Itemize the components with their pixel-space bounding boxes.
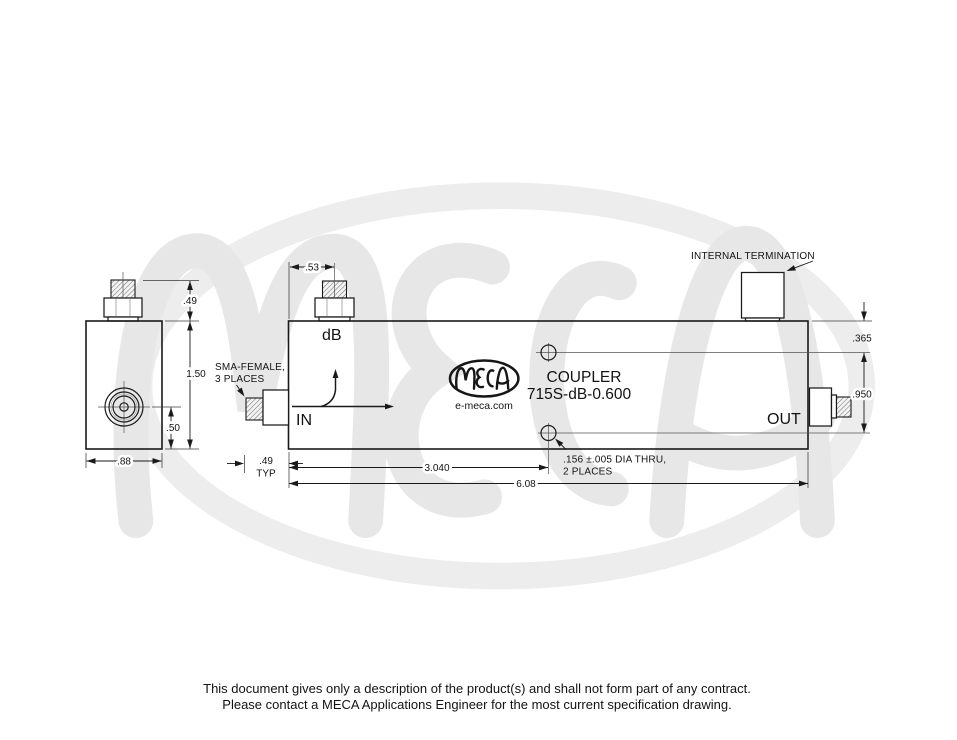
internal-termination-label: INTERNAL TERMINATION xyxy=(691,251,815,262)
product-model: 715S-dB-0.600 xyxy=(527,386,632,403)
arrowhead xyxy=(235,460,244,467)
dim-coupled-port-offset: .53 xyxy=(305,263,319,274)
arrowhead xyxy=(187,281,193,290)
dim-upper-hole-offset: .365 xyxy=(852,334,872,345)
front-connector-inner-ring xyxy=(112,395,136,419)
logo-letter-m xyxy=(455,367,476,390)
leader-arrowhead xyxy=(786,265,796,271)
coupled-branch-line xyxy=(320,376,337,408)
dim-hole-position: 3.040 xyxy=(424,463,449,474)
coupled-branch-arrowhead xyxy=(332,369,339,378)
output-port-thread xyxy=(835,396,852,418)
front-connector-outer-ring xyxy=(104,387,144,427)
watermark-letter-a-bar xyxy=(657,400,835,471)
logo-ellipse xyxy=(448,359,520,398)
signal-arrowhead xyxy=(385,403,394,410)
input-port-flange xyxy=(262,389,290,426)
coupled-port-label: dB xyxy=(322,327,342,344)
callouts: INTERNAL TERMINATION SMA-FEMALE, 3 PLACE… xyxy=(215,251,815,478)
arrowhead xyxy=(290,264,299,270)
dim-connector-height: .49 xyxy=(183,296,197,307)
logo-letter-e xyxy=(475,367,485,389)
arrowhead xyxy=(861,423,867,433)
dim-body-width: .88 xyxy=(117,457,131,468)
arrowhead xyxy=(289,460,298,467)
output-port-flange xyxy=(808,387,833,427)
arrowhead xyxy=(187,311,193,321)
termination-block xyxy=(740,271,785,319)
arrowhead xyxy=(168,407,174,417)
arrowhead xyxy=(861,311,867,321)
front-connector-pin xyxy=(119,402,129,412)
arrowhead xyxy=(187,321,193,331)
end-view-dimensions: .49 1.50 .50 .88 xyxy=(85,280,209,470)
sma-female-label-line1: SMA-FEMALE, xyxy=(215,362,285,373)
meca-watermark xyxy=(113,182,876,590)
arrowhead xyxy=(168,439,174,449)
end-view-body xyxy=(85,320,163,450)
leader-arrowhead xyxy=(237,387,245,397)
arrowhead xyxy=(289,480,298,487)
coupled-port-nut xyxy=(314,297,355,318)
logo-letter-a xyxy=(495,366,510,390)
arrowhead xyxy=(799,480,808,487)
lower-mounting-hole xyxy=(540,424,557,442)
output-port-label: OUT xyxy=(767,411,801,428)
watermark-letter-e xyxy=(383,242,510,518)
dim-connector-offset: .50 xyxy=(166,423,180,434)
front-connector-knurl xyxy=(110,393,138,421)
arrowhead xyxy=(152,458,162,464)
input-port-thread xyxy=(245,397,264,421)
website-label: e-meca.com xyxy=(455,400,513,412)
side-view: dB IN OUT e-meca.com COUPLER 715S-dB-0.6… xyxy=(245,263,870,474)
end-view xyxy=(85,272,163,450)
sma-female-label-line2: 3 PLACES xyxy=(215,374,265,385)
input-port-label: IN xyxy=(296,412,312,429)
arrowhead xyxy=(861,353,867,362)
dim-body-height: 1.50 xyxy=(186,369,206,380)
upper-mounting-hole xyxy=(540,344,557,361)
arrowhead xyxy=(86,458,96,464)
arrowhead xyxy=(539,464,548,471)
footer-disclaimer: This document gives only a description o… xyxy=(203,681,751,712)
arrowhead xyxy=(289,464,298,471)
watermark-letter-a xyxy=(649,225,835,539)
arrowhead xyxy=(325,264,334,270)
leader-arrowhead xyxy=(555,438,564,447)
disclaimer-line1: This document gives only a description o… xyxy=(203,681,751,696)
dim-overall-length: 6.08 xyxy=(516,479,536,490)
product-heading: COUPLER xyxy=(547,369,622,386)
end-view-connector-nut xyxy=(103,297,143,318)
dim-connector-protrusion-typ: TYP xyxy=(256,469,276,480)
side-view-dimensions: .53 .365 .950 .49 TYP 3.040 6.08 xyxy=(227,260,875,493)
disclaimer-line2: Please contact a MECA Applications Engin… xyxy=(222,697,731,712)
meca-logo xyxy=(448,359,520,398)
logo-letter-a-bar xyxy=(496,379,510,385)
logo-letter-c xyxy=(486,369,495,388)
watermark-letter-c xyxy=(529,261,637,507)
output-port-step xyxy=(830,394,838,419)
leader-line xyxy=(792,260,814,270)
mounting-hole-note-line1: .156 ±.005 DIA THRU, xyxy=(563,455,666,466)
dim-connector-protrusion: .49 xyxy=(259,456,273,467)
front-connector-ring xyxy=(108,391,140,423)
mounting-hole-note-line2: 2 PLACES xyxy=(563,467,613,478)
arrowhead xyxy=(187,439,193,449)
dim-hole-spacing: .950 xyxy=(852,390,872,401)
